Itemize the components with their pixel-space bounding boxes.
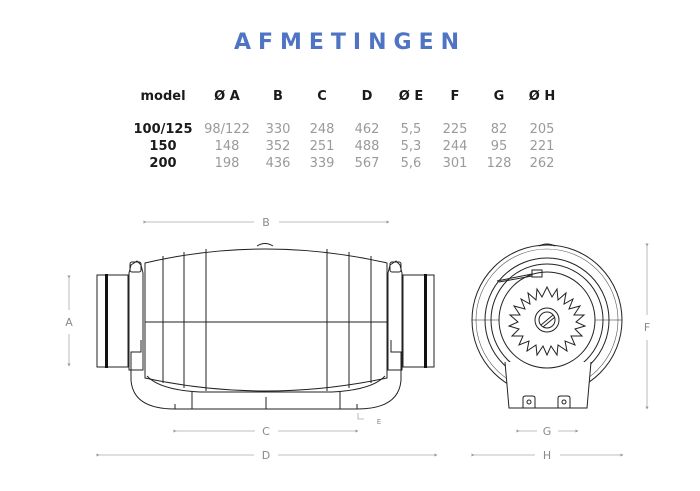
cell-c: 251 xyxy=(309,139,335,154)
front-view xyxy=(471,243,623,409)
cell-a: 198 xyxy=(214,156,240,171)
cell-e: 5,6 xyxy=(400,156,422,171)
header-d: D xyxy=(361,88,373,104)
cell-h: 205 xyxy=(529,122,555,137)
cell-d: 488 xyxy=(354,139,380,154)
dim-label-d: D xyxy=(262,449,270,462)
side-view xyxy=(96,243,435,410)
dimensions-table: model Ø A B C D Ø E F G Ø H 100/125 98/1… xyxy=(128,86,564,172)
cell-f: 244 xyxy=(442,139,468,154)
dim-label-h: H xyxy=(543,449,551,462)
cell-model: 200 xyxy=(149,156,177,171)
header-a: Ø A xyxy=(214,88,240,104)
cell-g: 82 xyxy=(490,122,508,137)
cell-e: 5,5 xyxy=(400,122,422,137)
cell-model: 150 xyxy=(149,139,177,154)
cell-model: 100/125 xyxy=(133,122,193,137)
cell-h: 221 xyxy=(529,139,555,154)
header-g: G xyxy=(493,88,505,104)
cell-b: 330 xyxy=(265,122,291,137)
cell-b: 352 xyxy=(265,139,291,154)
page-title: AFMETINGEN xyxy=(233,30,467,55)
cell-g: 95 xyxy=(490,139,508,154)
cell-b: 436 xyxy=(265,156,291,171)
cell-a: 98/122 xyxy=(204,122,250,137)
table-header-row: model Ø A B C D Ø E F G Ø H xyxy=(128,86,564,106)
cell-f: 301 xyxy=(442,156,468,171)
table-row: 100/125 98/122 330 248 462 5,5 225 82 20… xyxy=(128,121,564,138)
side-dimensions xyxy=(67,220,438,457)
header-model: model xyxy=(140,88,186,104)
dim-label-g: G xyxy=(543,425,552,438)
dim-label-a: A xyxy=(65,316,73,329)
table-row: 150 148 352 251 488 5,3 244 95 221 xyxy=(128,138,564,155)
cell-d: 462 xyxy=(354,122,380,137)
dim-label-f: F xyxy=(644,321,650,334)
cell-e: 5,3 xyxy=(400,139,422,154)
cell-c: 248 xyxy=(309,122,335,137)
header-h: Ø H xyxy=(528,88,556,104)
header-b: B xyxy=(273,88,283,104)
cell-g: 128 xyxy=(486,156,512,171)
cell-c: 339 xyxy=(309,156,335,171)
cell-a: 148 xyxy=(214,139,240,154)
header-c: C xyxy=(317,88,327,104)
table-row: 200 198 436 339 567 5,6 301 128 262 xyxy=(128,155,564,172)
dim-label-e: E xyxy=(377,418,381,426)
dim-label-c: C xyxy=(262,425,270,438)
cell-f: 225 xyxy=(442,122,468,137)
dim-label-b: B xyxy=(262,216,270,229)
cell-h: 262 xyxy=(529,156,555,171)
cell-d: 567 xyxy=(354,156,380,171)
header-f: F xyxy=(450,88,460,104)
front-dimensions xyxy=(471,243,649,457)
header-e: Ø E xyxy=(398,88,424,104)
